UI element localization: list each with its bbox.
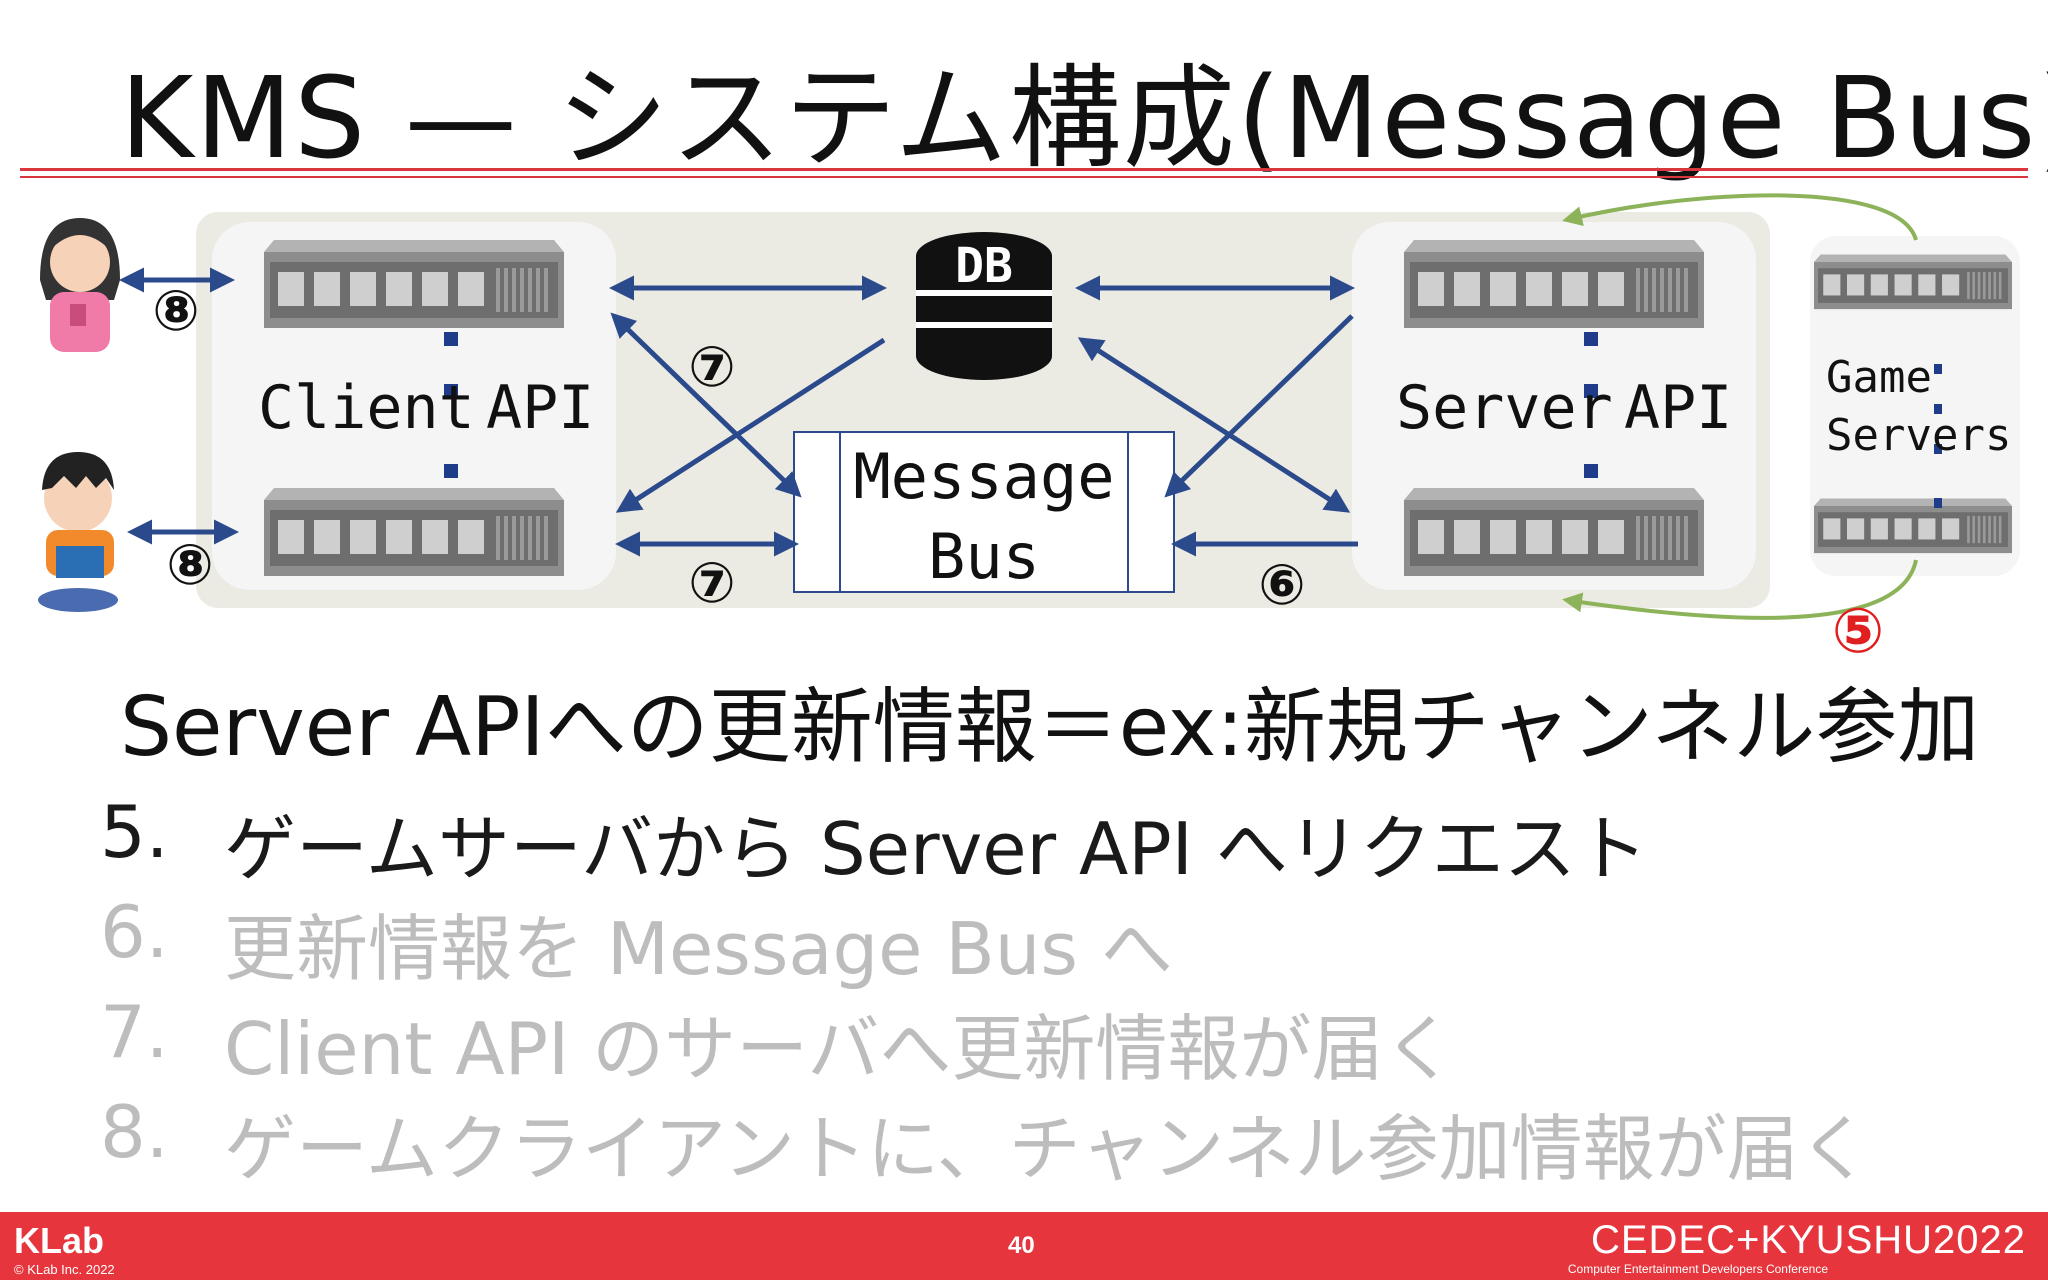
arrow-game-server-top bbox=[1562, 193, 1918, 241]
marker-7-top: ⑦ bbox=[688, 335, 735, 400]
step-item-7: 7. Client API のサーバへ更新情報が届く bbox=[100, 990, 1871, 1091]
page-number: 40 bbox=[1008, 1232, 1035, 1259]
db-label: DB bbox=[955, 238, 1013, 294]
step-item-6: 6. 更新情報を Message Bus へ bbox=[100, 890, 1871, 991]
step-number: 5. bbox=[100, 790, 169, 874]
title-rule-bottom bbox=[20, 176, 2028, 178]
marker-6: ⑥ bbox=[1258, 553, 1305, 618]
client-api-label-api: API bbox=[486, 373, 594, 443]
message-bus-label: Message bbox=[853, 440, 1114, 513]
arrow-client-bus bbox=[610, 312, 802, 498]
step-item-5: 5. ゲームサーバから Server API へリクエスト bbox=[100, 790, 1871, 891]
marker-8-top: ⑧ bbox=[152, 279, 199, 344]
event-logo: CEDEC+KYUSHU2022 bbox=[1590, 1218, 2026, 1262]
diagram-subheading: Server APIへの更新情報＝ex:新規チャンネル参加 bbox=[120, 680, 1980, 775]
arrow-game-server-bottom bbox=[1562, 559, 1918, 620]
game-server-bottom bbox=[1814, 498, 2012, 554]
event-subtitle: Computer Entertainment Developers Confer… bbox=[1567, 1262, 1828, 1276]
db-icon: DB bbox=[916, 232, 1052, 380]
slide-title: KMS — システム構成(Message Bus) bbox=[120, 54, 2048, 184]
marker-8-bottom: ⑧ bbox=[166, 533, 213, 598]
steps-list: 5. ゲームサーバから Server API へリクエスト 6. 更新情報を Mes… bbox=[100, 790, 1871, 1191]
marker-5: ⑤ bbox=[1832, 594, 1885, 660]
copyright-text: © KLab Inc. 2022 bbox=[14, 1262, 115, 1277]
client-server-top bbox=[264, 240, 564, 328]
marker-7-bottom: ⑦ bbox=[688, 551, 735, 616]
server-api-label: Server bbox=[1396, 373, 1613, 443]
title-rule-top bbox=[20, 168, 2028, 171]
klab-logo: KLab bbox=[14, 1220, 104, 1261]
arrow-db-client bbox=[615, 337, 886, 513]
step-number: 7. bbox=[100, 990, 169, 1074]
game-servers-box bbox=[1810, 236, 2020, 576]
game-server-top bbox=[1814, 254, 2012, 310]
game-servers-label: Game bbox=[1826, 352, 1932, 403]
girl-user-icon bbox=[40, 218, 120, 352]
system-diagram: Client API Server API Game Servers DB Me… bbox=[38, 193, 2020, 660]
boy-user-icon bbox=[38, 452, 118, 612]
server-api-label-api: API bbox=[1624, 373, 1732, 443]
client-api-label: Client bbox=[258, 373, 475, 443]
footer-bar: KLab © KLab Inc. 2022 40 CEDEC+KYUSHU202… bbox=[0, 1212, 2048, 1280]
message-bus-box: Message Bus bbox=[793, 431, 1175, 593]
step-number: 8. bbox=[100, 1090, 169, 1174]
client-server-bottom bbox=[264, 488, 564, 576]
message-bus-label-2: Bus bbox=[928, 520, 1040, 593]
server-api-server-top bbox=[1404, 240, 1704, 328]
step-text: 更新情報を Message Bus へ bbox=[224, 907, 1173, 991]
step-text: ゲームクライアントに、チャンネル参加情報が届く bbox=[224, 1107, 1871, 1191]
step-item-8: 8. ゲームクライアントに、チャンネル参加情報が届く bbox=[100, 1090, 1871, 1191]
step-text: ゲームサーバから Server API へリクエスト bbox=[224, 807, 1648, 891]
step-number: 6. bbox=[100, 890, 169, 974]
arrow-db-server-diag bbox=[1077, 337, 1351, 513]
step-text: Client API のサーバへ更新情報が届く bbox=[224, 1007, 1456, 1091]
game-servers-label-2: Servers bbox=[1826, 410, 2011, 461]
server-api-server-bottom bbox=[1404, 488, 1704, 576]
